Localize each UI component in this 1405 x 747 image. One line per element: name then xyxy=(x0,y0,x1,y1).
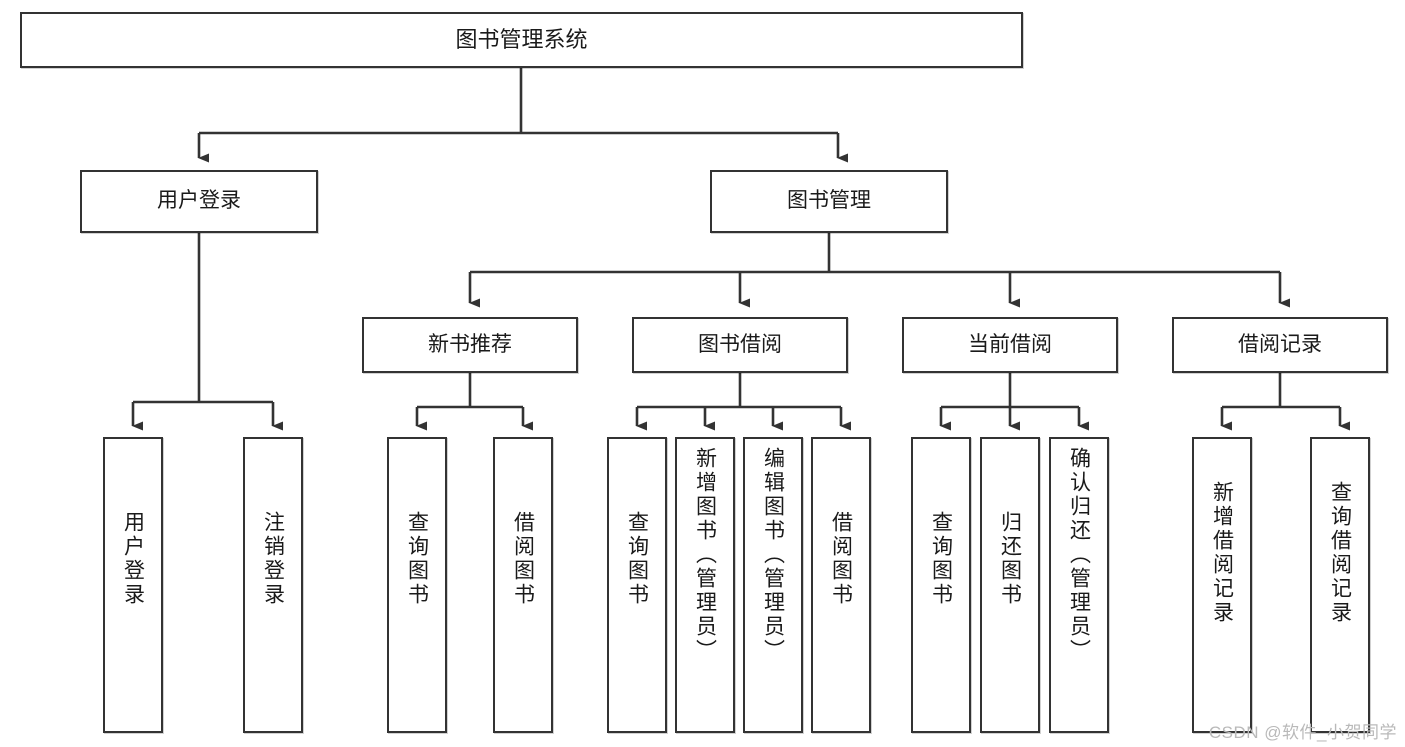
node-label: 图书管理系统 xyxy=(455,27,588,53)
node-label: 借阅图书 xyxy=(829,511,853,607)
leaf-borrow-query-book[interactable]: 查询图书 xyxy=(607,437,667,733)
node-label: 查询图书 xyxy=(929,511,953,607)
node-label: 图书借阅 xyxy=(698,332,782,356)
node-label: 查询图书 xyxy=(405,511,429,607)
node-root-system[interactable]: 图书管理系统 xyxy=(20,12,1023,68)
node-label: 确认归还（管理员） xyxy=(1067,447,1091,663)
node-borrow-record[interactable]: 借阅记录 xyxy=(1172,317,1388,373)
node-label: 新增借阅记录 xyxy=(1210,481,1234,625)
leaf-borrow-borrow-book[interactable]: 借阅图书 xyxy=(811,437,871,733)
leaf-current-confirm-return-admin[interactable]: 确认归还（管理员） xyxy=(1049,437,1109,733)
node-user-login[interactable]: 用户登录 xyxy=(80,170,318,233)
node-current-borrow[interactable]: 当前借阅 xyxy=(902,317,1118,373)
node-label: 注销登录 xyxy=(261,511,285,607)
leaf-new-book-query-book[interactable]: 查询图书 xyxy=(387,437,447,733)
node-label: 用户登录 xyxy=(157,189,241,213)
leaf-user-login-logout[interactable]: 注销登录 xyxy=(243,437,303,733)
node-book-management[interactable]: 图书管理 xyxy=(710,170,948,233)
node-label: 编辑图书（管理员） xyxy=(761,447,785,663)
leaf-new-book-borrow-book[interactable]: 借阅图书 xyxy=(493,437,553,733)
node-label: 查询图书 xyxy=(625,511,649,607)
node-label: 借阅记录 xyxy=(1238,332,1322,356)
leaf-borrow-add-book-admin[interactable]: 新增图书（管理员） xyxy=(675,437,735,733)
node-book-borrow[interactable]: 图书借阅 xyxy=(632,317,848,373)
csdn-watermark: CSDN @软件_小贺同学 xyxy=(1208,723,1397,742)
node-new-book-recommend[interactable]: 新书推荐 xyxy=(362,317,578,373)
node-label: 图书管理 xyxy=(787,189,871,213)
leaf-record-query-borrow-record[interactable]: 查询借阅记录 xyxy=(1310,437,1370,733)
node-label: 用户登录 xyxy=(121,511,145,607)
node-label: 归还图书 xyxy=(998,511,1022,607)
node-label: 新增图书（管理员） xyxy=(693,447,717,663)
node-label: 借阅图书 xyxy=(511,511,535,607)
leaf-current-return-book[interactable]: 归还图书 xyxy=(980,437,1040,733)
leaf-record-add-borrow-record[interactable]: 新增借阅记录 xyxy=(1192,437,1252,733)
node-label: 查询借阅记录 xyxy=(1328,481,1352,625)
leaf-user-login-login[interactable]: 用户登录 xyxy=(103,437,163,733)
leaf-current-query-book[interactable]: 查询图书 xyxy=(911,437,971,733)
node-label: 新书推荐 xyxy=(428,332,512,356)
node-label: 当前借阅 xyxy=(968,332,1052,356)
leaf-borrow-edit-book-admin[interactable]: 编辑图书（管理员） xyxy=(743,437,803,733)
